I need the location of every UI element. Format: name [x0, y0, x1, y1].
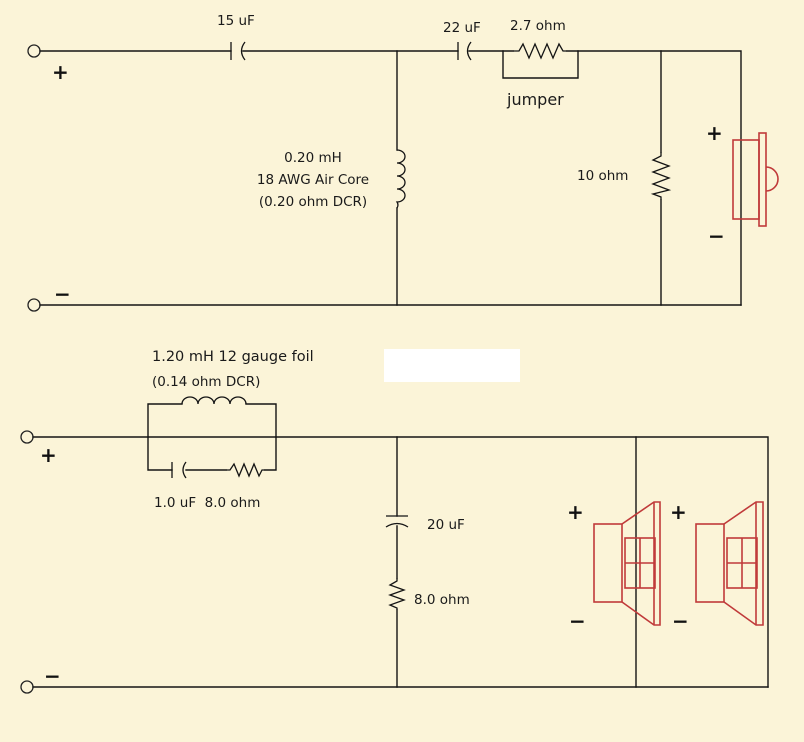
speaker-1-minus-label: −: [569, 609, 586, 633]
inductor-1-20mh: [181, 396, 247, 405]
woofer-speaker-1-icon: [593, 501, 661, 626]
capacitor-15uf: [230, 41, 246, 61]
top-rail-wire-2: [32, 436, 769, 688]
input-minus-terminal: [27, 298, 41, 312]
woofer-speaker-2-icon: [695, 501, 764, 626]
input-plus-terminal: [27, 44, 41, 58]
tweeter-network: + − 15 uF 22 uF 2.7 ohm jumper 0.20 mH 1…: [27, 13, 779, 312]
jumper-label: jumper: [506, 90, 564, 109]
input-minus-terminal-2: [20, 680, 34, 694]
input-minus-label-2: −: [44, 664, 61, 688]
capacitor-22uf: [457, 41, 472, 61]
parallel-cap-resistor-label: 1.0 uF 8.0 ohm: [154, 495, 260, 511]
parallel-branch-wire: [147, 436, 277, 471]
capacitor-1-0uf: [171, 461, 187, 479]
capacitor-20uf: [385, 515, 409, 528]
speaker-2-plus-label: +: [670, 500, 687, 524]
jumper-wire: [502, 50, 579, 79]
capacitor-15uf-label: 15 uF: [217, 13, 255, 29]
blank-label-patch: [384, 349, 520, 382]
inductor-0-20mh: [395, 149, 406, 209]
tweeter-minus-label: −: [708, 224, 725, 248]
woofer-network: + − 1.20 mH 12 gauge foil (0.14 ohm DCR)…: [20, 349, 769, 694]
speaker-2-minus-label: −: [672, 609, 689, 633]
speaker-1-plus-label: +: [567, 500, 584, 524]
capacitor-22uf-label: 22 uF: [443, 20, 481, 36]
input-plus-terminal-2: [20, 430, 34, 444]
resistor-8-0ohm-parallel: [226, 462, 265, 478]
resistor-10ohm: [650, 152, 672, 200]
resistor-10ohm-label: 10 ohm: [577, 168, 628, 184]
tweeter-speaker-icon: [732, 132, 779, 227]
inductor-value-label: 0.20 mH: [284, 150, 342, 166]
resistor-8-0ohm-shunt: [388, 578, 406, 610]
top-rail-wire: [39, 50, 742, 306]
series-inductor-label: 1.20 mH 12 gauge foil: [152, 349, 314, 365]
inductor-dcr-label: (0.20 ohm DCR): [259, 194, 367, 210]
inductor-wire-label: 18 AWG Air Core: [257, 172, 369, 188]
resistor-2-7ohm-label: 2.7 ohm: [510, 18, 566, 34]
resistor-8-0ohm-shunt-label: 8.0 ohm: [414, 592, 470, 608]
series-inductor-wire: [147, 403, 277, 438]
input-minus-label: −: [54, 282, 71, 306]
capacitor-20uf-label: 20 uF: [427, 517, 465, 533]
tweeter-plus-label: +: [706, 121, 723, 145]
input-plus-label-2: +: [40, 443, 57, 467]
input-plus-label: +: [52, 60, 69, 84]
series-inductor-dcr-label: (0.14 ohm DCR): [152, 374, 260, 390]
resistor-2-7ohm: [513, 42, 567, 60]
